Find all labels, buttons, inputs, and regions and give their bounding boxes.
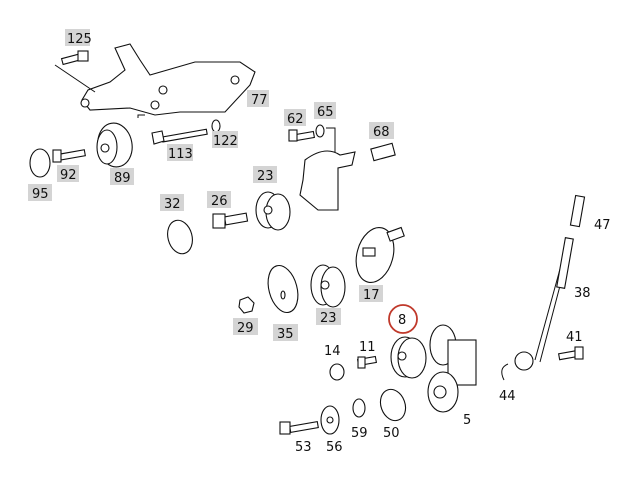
- damper-23-upper[interactable]: [255, 191, 291, 231]
- label-95[interactable]: 95: [32, 187, 49, 202]
- bolt-53[interactable]: [279, 420, 319, 435]
- label-32[interactable]: 32: [164, 197, 181, 212]
- label-122[interactable]: 122: [213, 134, 238, 149]
- label-50[interactable]: 50: [383, 426, 400, 441]
- label-113[interactable]: 113: [168, 147, 193, 162]
- label-68[interactable]: 68: [373, 125, 390, 140]
- nut-29[interactable]: [238, 296, 255, 314]
- highlight-circle: [388, 304, 418, 334]
- rod-38[interactable]: [556, 237, 574, 289]
- tensioner-5[interactable]: [427, 324, 477, 413]
- bolt-26[interactable]: [212, 212, 249, 229]
- label-53[interactable]: 53: [295, 440, 312, 455]
- cap-95[interactable]: [29, 148, 51, 178]
- damper-23-lower[interactable]: [310, 264, 346, 308]
- label-77[interactable]: 77: [251, 93, 268, 108]
- bolt-62[interactable]: [288, 129, 316, 142]
- label-14[interactable]: 14: [324, 344, 341, 359]
- label-23-upper[interactable]: 23: [257, 169, 274, 184]
- cap-32[interactable]: [164, 217, 196, 256]
- label-89[interactable]: 89: [114, 171, 131, 186]
- bolt-92[interactable]: [52, 149, 86, 163]
- clip-44[interactable]: [501, 363, 509, 381]
- label-11[interactable]: 11: [359, 340, 376, 355]
- bolt-125[interactable]: [60, 50, 89, 66]
- idler-pulley-8[interactable]: [390, 336, 427, 379]
- bolt-113[interactable]: [151, 128, 208, 145]
- label-41[interactable]: 41: [566, 330, 583, 345]
- label-17[interactable]: 17: [363, 288, 380, 303]
- label-44[interactable]: 44: [499, 389, 516, 404]
- part-labels: 125 77 62 65 68 122 113 92 89 95 23 32 2…: [28, 29, 611, 455]
- sleeve-68[interactable]: [370, 142, 396, 162]
- label-5[interactable]: 5: [463, 413, 471, 428]
- label-92[interactable]: 92: [60, 168, 77, 183]
- label-26[interactable]: 26: [211, 194, 228, 209]
- cap-14[interactable]: [329, 363, 345, 381]
- washer-65[interactable]: [315, 124, 336, 155]
- washer-122[interactable]: [211, 119, 221, 133]
- label-8[interactable]: 8: [398, 313, 406, 328]
- bolt-11[interactable]: [356, 355, 378, 369]
- pin-47[interactable]: [569, 194, 586, 228]
- label-23-lower[interactable]: 23: [320, 311, 337, 326]
- label-59[interactable]: 59: [351, 426, 368, 441]
- housing-upper[interactable]: [299, 150, 356, 211]
- bolt-41[interactable]: [557, 346, 584, 361]
- label-62[interactable]: 62: [287, 112, 304, 127]
- label-56[interactable]: 56: [326, 440, 343, 455]
- seal-59[interactable]: [352, 398, 366, 418]
- label-29[interactable]: 29: [237, 321, 254, 336]
- bracket-77[interactable]: [54, 43, 256, 116]
- label-47[interactable]: 47: [594, 218, 611, 233]
- label-65[interactable]: 65: [317, 105, 334, 120]
- plate-50[interactable]: [376, 386, 409, 424]
- label-35[interactable]: 35: [277, 327, 294, 342]
- label-38[interactable]: 38: [574, 286, 591, 301]
- pulley-89[interactable]: [94, 114, 145, 170]
- plate-35[interactable]: [263, 262, 302, 316]
- washer-56[interactable]: [320, 405, 340, 435]
- label-125[interactable]: 125: [67, 32, 92, 47]
- housing-17[interactable]: [350, 223, 405, 286]
